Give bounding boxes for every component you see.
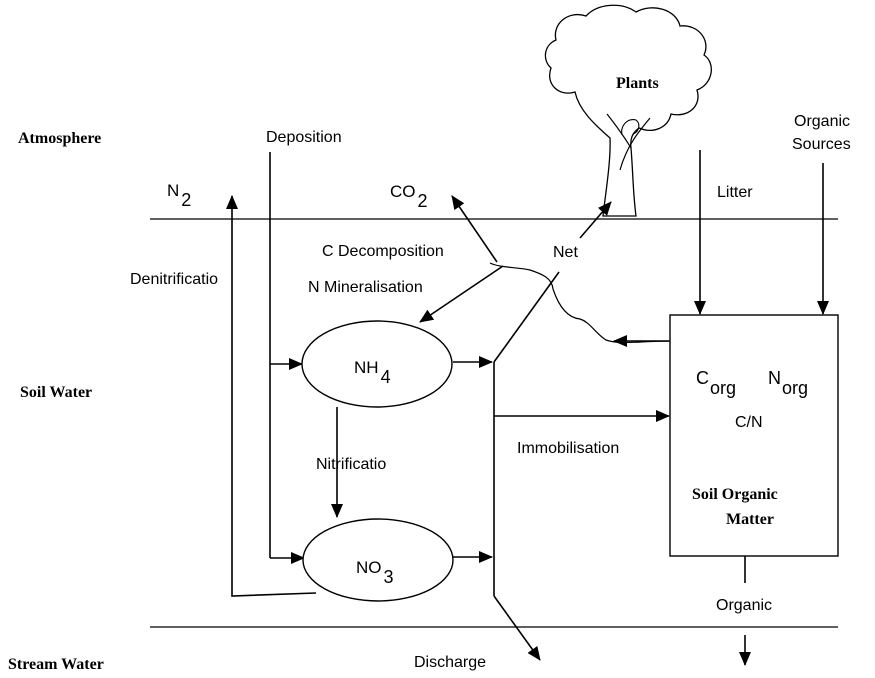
n-mineralisation-label: N Mineralisation	[308, 279, 423, 296]
immobilisation-label: Immobilisation	[517, 440, 619, 457]
organic-sources-label-line2: Sources	[792, 136, 851, 153]
organic-sources-label-line1: Organic	[794, 113, 850, 130]
plants-label: Plants	[616, 75, 659, 92]
discharge-label: Discharge	[414, 654, 486, 671]
zone-label-stream-water: Stream Water	[8, 656, 104, 673]
soil-organic-matter-title-line2: Matter	[726, 511, 774, 528]
arrow-denitrification	[226, 195, 317, 597]
uptake-line	[493, 271, 560, 363]
zone-label-atmosphere: Atmosphere	[18, 130, 101, 147]
soil-organic-matter-title-line1: Soil Organic	[692, 486, 778, 503]
c-org-label: Corg	[696, 368, 736, 398]
nitrification-label: Nitrificatio	[316, 456, 386, 473]
denitrification-label: Denitrificatio	[130, 271, 218, 288]
cn-ratio-label: C/N	[735, 414, 763, 431]
n-org-label: Norg	[768, 368, 808, 398]
litter-label: Litter	[717, 184, 753, 201]
arrow-discharge	[493, 595, 541, 661]
soil-organic-matter-box	[669, 314, 839, 557]
nh4-pool	[301, 320, 453, 408]
net-uptake-label: Net	[553, 244, 578, 261]
zone-label-soil-water: Soil Water	[20, 384, 92, 401]
organic-outflow-label: Organic	[716, 597, 772, 614]
arrow-n-mineralisation-to-nh4	[419, 265, 504, 323]
plants-tree-icon	[544, 4, 712, 217]
tree-branch-icon	[606, 113, 651, 171]
arrow-uptake-to-plants	[579, 201, 612, 239]
tree-knot-icon	[621, 119, 640, 136]
deposition-label: Deposition	[266, 129, 342, 146]
no3-pool	[302, 518, 454, 602]
arrow-c-decomposition-to-co2	[451, 195, 498, 263]
c-decomposition-label: C Decomposition	[322, 243, 444, 260]
